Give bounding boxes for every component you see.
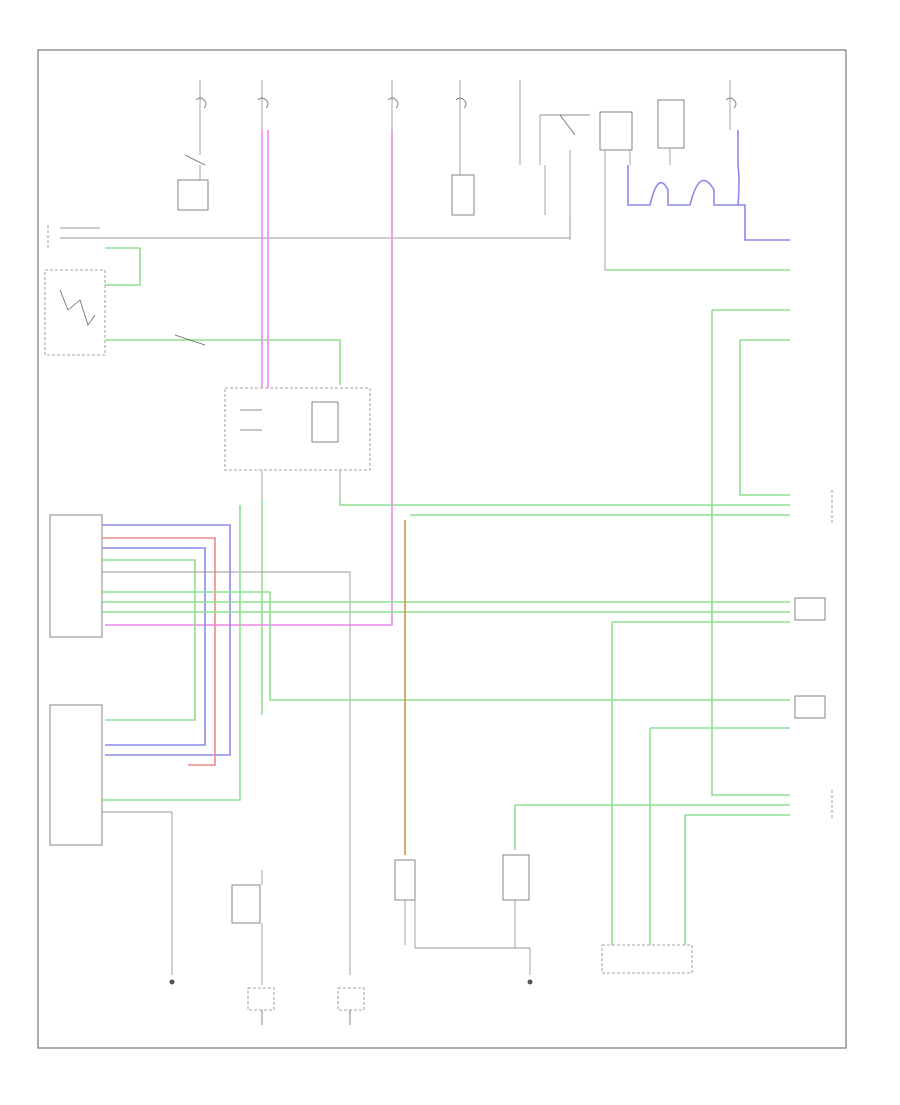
- right-connectors: [410, 309, 833, 945]
- diagram-frame: [37, 49, 847, 1049]
- left-module-2: [49, 505, 241, 985]
- center-module-group: [224, 387, 790, 715]
- wire-pink-2: [105, 130, 393, 626]
- left-module-1: [49, 514, 790, 975]
- bottom-switches: [231, 854, 693, 1025]
- left-switch-group: [44, 215, 571, 385]
- top-fuse-group: [177, 80, 790, 271]
